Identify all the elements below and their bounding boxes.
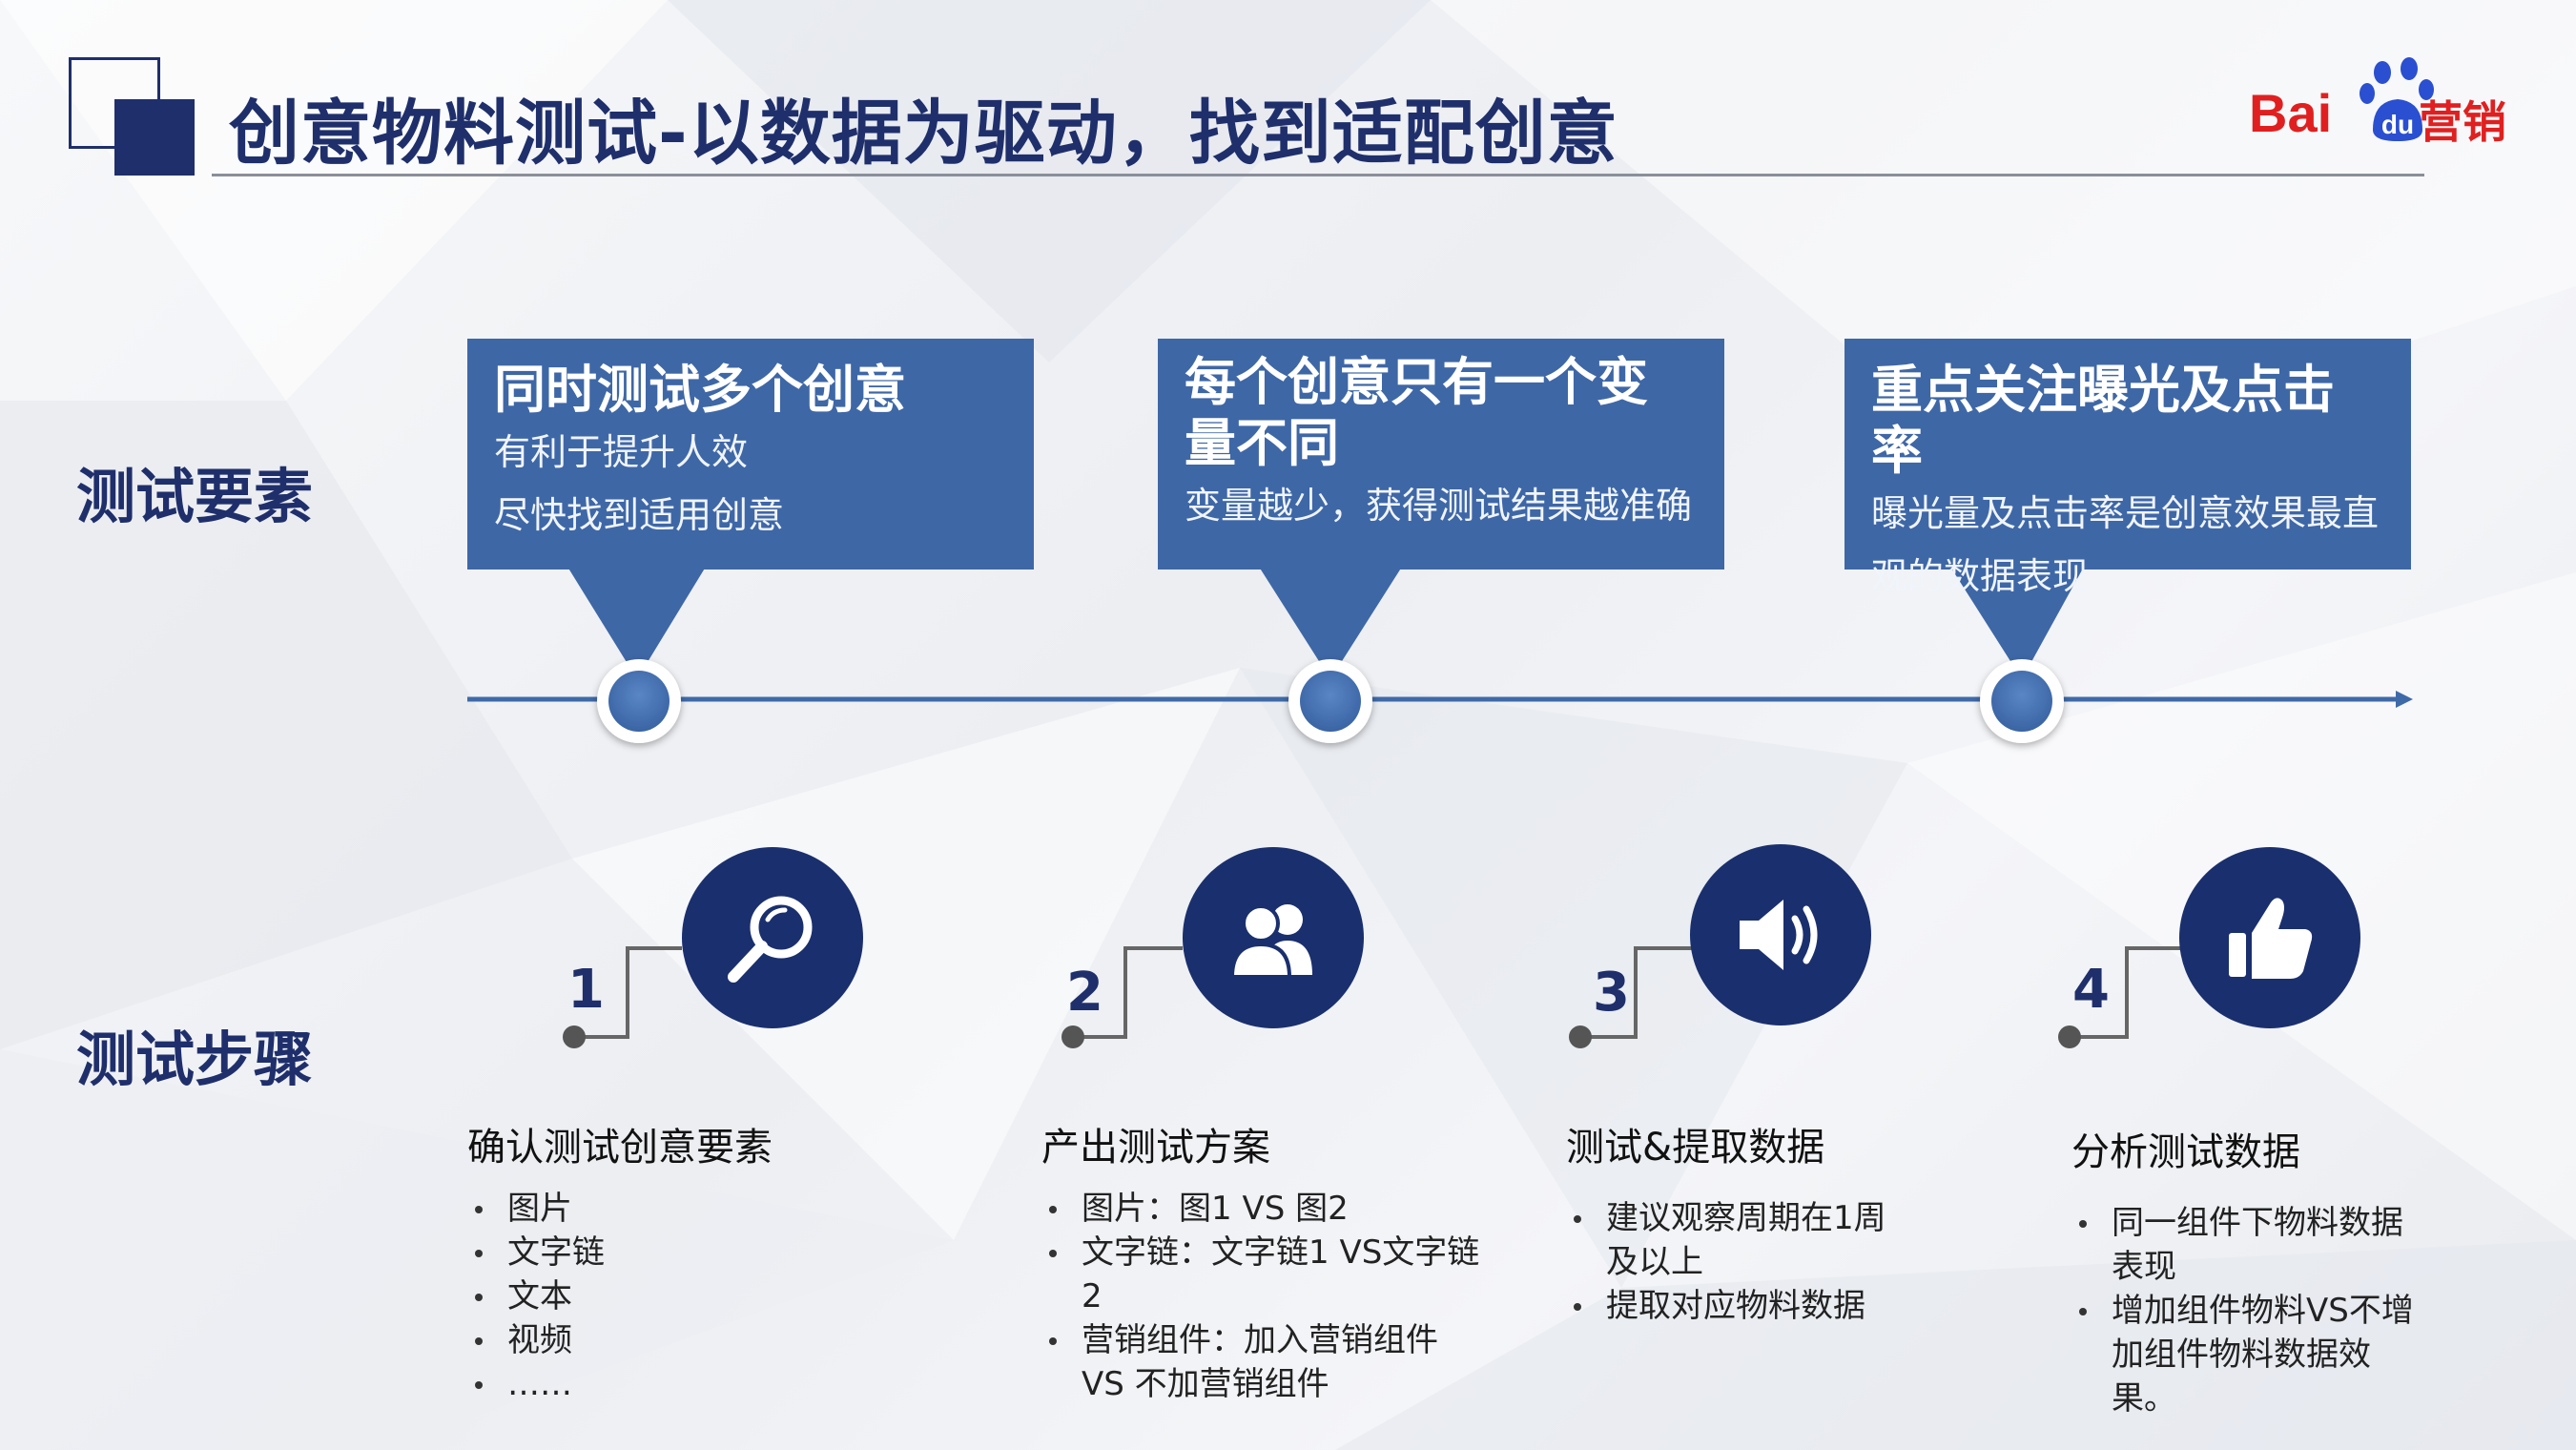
step-1-bullet: 视频 (467, 1318, 906, 1362)
step-4-icon-circle (2179, 847, 2360, 1028)
card-2-pointer (1259, 567, 1402, 679)
step-2-icon-circle (1183, 847, 1364, 1028)
step-2-bullet: 图片：图1 VS 图2 (1041, 1187, 1480, 1231)
step-3-connector (1580, 946, 1693, 1039)
step-2-connector (1073, 946, 1183, 1039)
baidu-paw-icon: du (2360, 57, 2434, 141)
element-card-3-line-1: 曝光量及点击率是创意效果最直观的数据表现 (1871, 492, 2380, 597)
element-card-1-line-1: 有利于提升人效 (494, 431, 749, 473)
step-3-bullets: 建议观察周期在1周及以上 提取对应物料数据 (1566, 1196, 1909, 1328)
logo-text: Bai (2249, 83, 2333, 143)
step-1-bullet: 文字链 (467, 1231, 906, 1274)
step-4-number: 4 (2072, 959, 2110, 1021)
element-card-1-title: 同时测试多个创意 (494, 360, 906, 420)
step-1-bullet: …… (467, 1362, 906, 1406)
element-card-2-title: 每个创意只有一个变量不同 (1185, 352, 1648, 473)
users-icon (1229, 904, 1312, 979)
card-1-pointer (567, 567, 706, 679)
step-1-title: 确认测试创意要素 (467, 1126, 773, 1170)
steps-section-label: 测试步骤 (76, 1025, 314, 1094)
step-4-bullets: 同一组件下物料数据表现 增加组件物料VS不增加组件物料数据效果。 (2071, 1201, 2434, 1420)
page-title: 创意物料测试-以数据为驱动，找到适配创意 (229, 93, 1618, 175)
step-4-dot (2058, 1025, 2081, 1048)
step-3-number: 3 (1593, 962, 1630, 1024)
step-2-block: 产出测试方案 图片：图1 VS 图2 文字链：文字链1 VS文字链2 营销组件：… (1041, 1116, 1480, 1406)
title-underline (212, 174, 2424, 176)
step-3-icon-circle (1690, 844, 1871, 1025)
timeline-node-3 (1980, 659, 2064, 743)
step-1-dot (563, 1025, 586, 1048)
element-card-1-line-2: 尽快找到适用创意 (494, 494, 785, 536)
timeline-node-2 (1288, 659, 1372, 743)
step-4-bullet: 增加组件物料VS不增加组件物料数据效果。 (2071, 1289, 2434, 1420)
step-1-icon-circle (682, 847, 863, 1028)
step-3-bullet: 建议观察周期在1周及以上 (1566, 1196, 1909, 1284)
elements-section-label: 测试要素 (76, 462, 314, 531)
thumbs-up-icon (2229, 898, 2313, 979)
card-3-pointer (1950, 567, 2084, 679)
step-2-title: 产出测试方案 (1041, 1126, 1270, 1170)
step-2-number: 2 (1066, 962, 1103, 1024)
logo-du: du (2381, 110, 2414, 139)
title-decoration-fill (114, 99, 195, 176)
element-card-1: 同时测试多个创意 有利于提升人效 尽快找到适用创意 (467, 339, 1034, 570)
step-1-block: 确认测试创意要素 图片 文字链 文本 视频 …… (467, 1116, 906, 1406)
step-1-bullets: 图片 文字链 文本 视频 …… (467, 1187, 906, 1406)
speaker-icon (1740, 900, 1818, 970)
step-3-block: 测试&提取数据 建议观察周期在1周及以上 提取对应物料数据 (1566, 1116, 1909, 1328)
step-1-bullet: 文本 (467, 1274, 906, 1318)
timeline-node-1 (597, 659, 681, 743)
element-card-3: 重点关注曝光及点击率 曝光量及点击率是创意效果最直观的数据表现 (1844, 339, 2411, 597)
step-4-connector (2070, 946, 2184, 1039)
step-3-title: 测试&提取数据 (1566, 1126, 1825, 1170)
element-card-2: 每个创意只有一个变量不同 变量越少，获得测试结果越准确 (1158, 339, 1724, 570)
step-2-bullets: 图片：图1 VS 图2 文字链：文字链1 VS文字链2 营销组件：加入营销组件 … (1041, 1187, 1480, 1406)
timeline-arrowhead (2396, 691, 2413, 708)
step-2-dot (1061, 1025, 1084, 1048)
step-2-bullet: 营销组件：加入营销组件 VS 不加营销组件 (1041, 1318, 1480, 1406)
logo-suffix: 营销 (2419, 96, 2506, 148)
baidu-marketing-logo: Bai du 营销 (2249, 53, 2516, 148)
step-2-bullet: 文字链：文字链1 VS文字链2 (1041, 1231, 1480, 1318)
element-card-2-line-1: 变量越少，获得测试结果越准确 (1185, 485, 1693, 527)
search-icon (728, 896, 813, 983)
step-1-number: 1 (567, 959, 605, 1021)
step-4-bullet: 同一组件下物料数据表现 (2071, 1201, 2434, 1289)
step-3-dot (1569, 1025, 1592, 1048)
element-card-3-title: 重点关注曝光及点击率 (1871, 360, 2335, 481)
step-4-block: 分析测试数据 同一组件下物料数据表现 增加组件物料VS不增加组件物料数据效果。 (2071, 1121, 2434, 1420)
step-4-title: 分析测试数据 (2071, 1130, 2300, 1174)
step-1-bullet: 图片 (467, 1187, 906, 1231)
step-3-bullet: 提取对应物料数据 (1566, 1284, 1909, 1328)
step-1-connector (574, 946, 682, 1039)
